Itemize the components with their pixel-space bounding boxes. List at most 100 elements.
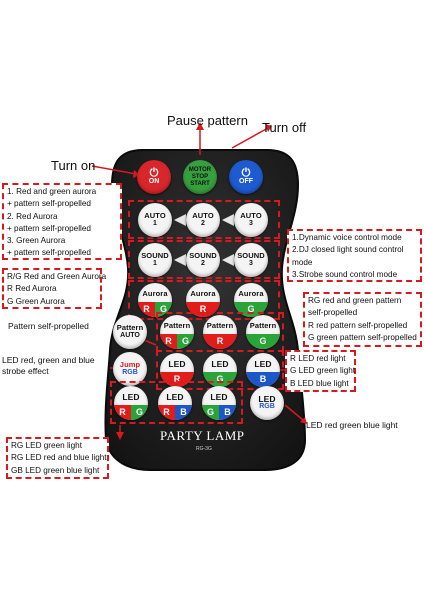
rgb-arrow-icon <box>300 417 307 424</box>
power-on-button[interactable]: ⏻ ON <box>137 160 171 194</box>
led-rgb-button[interactable]: LED RGB <box>250 386 284 420</box>
auto-3-label: AUTO <box>240 211 262 220</box>
sound-modes-note: 1.Dynamic voice control mode 2.DJ closed… <box>287 229 422 282</box>
led-b-label: LED <box>254 359 272 369</box>
turnon-leader <box>91 165 137 175</box>
sound-2-num: 2 <box>201 260 205 267</box>
led-r-r: R <box>160 371 194 387</box>
auto-1-num: 1 <box>153 220 157 227</box>
power-off-button[interactable]: ⏻ OFF <box>229 160 263 194</box>
led-gb-label: LED <box>210 392 228 402</box>
note-line: B LED blue light <box>290 378 349 388</box>
aurora-r-button[interactable]: Aurora R <box>186 283 220 317</box>
note-line: RG LED red and blue light <box>11 453 107 463</box>
led-b-b: B <box>246 371 280 387</box>
led-gb-g: G <box>202 404 219 420</box>
note-line: + pattern self-propelled <box>7 248 91 258</box>
sound-3-num: 3 <box>249 260 253 267</box>
brand-logo: PARTY LAMP <box>160 428 245 443</box>
pattern-r-r: R <box>203 333 237 349</box>
led-g-g: G <box>203 371 237 387</box>
auto-3-button[interactable]: AUTO 3 <box>234 203 268 237</box>
sound-1-button[interactable]: SOUND 1 <box>138 243 172 277</box>
aurora-modes-note: 1. Red and green aurora + pattern self-p… <box>2 183 122 260</box>
turnoff-arrow-icon <box>265 124 272 132</box>
pattern-rg-g: G <box>177 333 194 349</box>
pattern-g-button[interactable]: Pattern G <box>246 315 280 349</box>
aurora-row-frame <box>128 280 280 320</box>
note-line: + pattern self-propelled <box>7 223 91 233</box>
aurora-r-label: Aurora <box>190 289 216 298</box>
pattern-self-label: Pattern self-propelled <box>8 321 89 331</box>
note-line: + pattern self-propelled <box>7 199 91 209</box>
pattern-r-button[interactable]: Pattern R <box>203 315 237 349</box>
led-rg-g: G <box>131 404 148 420</box>
note-line: 1.Dynamic voice control mode <box>292 233 402 242</box>
pattern-rg-r: R <box>160 333 177 349</box>
auto-chevron-2-icon <box>222 214 234 226</box>
note-line: mode <box>292 257 313 267</box>
led-b-button[interactable]: LED B <box>246 353 280 387</box>
jump-label: Jump <box>119 360 141 369</box>
turn-on-label: Turn on <box>51 158 96 173</box>
aurora-rg-label: Aurora <box>142 289 168 298</box>
auto-1-label: AUTO <box>144 211 166 220</box>
led-rgb-sub: RGB <box>259 403 275 410</box>
led-combo-note: RG LED green light RG LED red and blue l… <box>6 437 109 479</box>
led-single-note: R LED red light G LED green light B LED … <box>285 350 356 392</box>
note-line: 2. Red Aurora <box>7 211 58 221</box>
led-gb-b: B <box>219 404 236 420</box>
pattern-rg-label: Pattern <box>163 321 191 330</box>
jump-rgb-button[interactable]: Jump RGB <box>113 352 147 386</box>
led-rb-label: LED <box>166 392 184 402</box>
power-off-icon: ⏻ <box>241 167 251 179</box>
sound-2-button[interactable]: SOUND 2 <box>186 243 220 277</box>
led-rg-label: LED <box>122 392 140 402</box>
auto-row-frame <box>128 200 280 239</box>
sound-3-button[interactable]: SOUND 3 <box>234 243 268 277</box>
power-off-label: OFF <box>239 178 253 185</box>
led-g-label: LED <box>211 359 229 369</box>
aurora-g-label: Aurora <box>238 289 264 298</box>
note-line: 2.DJ closed light sound control <box>292 245 404 255</box>
turnon-arrow-icon <box>133 170 140 178</box>
power-on-label: ON <box>148 178 160 185</box>
pattern-auto-label: Pattern <box>116 323 144 332</box>
led-r-label: LED <box>168 359 186 369</box>
led-rgb-label: LED <box>258 394 276 404</box>
auto-1-button[interactable]: AUTO 1 <box>138 203 172 237</box>
sound-2-label: SOUND <box>189 251 217 260</box>
led-rgb-light-label: LED red green blue light <box>306 420 398 430</box>
note-line: self-propelled <box>308 308 358 318</box>
auto-2-label: AUTO <box>192 211 214 220</box>
led-combo-frame <box>110 381 243 424</box>
model-number: RG-3G <box>196 446 212 452</box>
led-rg-r: R <box>114 404 131 420</box>
jump-sub: RGB <box>122 369 138 376</box>
rgb-leader <box>284 404 304 421</box>
motor-label-3: START <box>190 180 210 187</box>
sound-1-label: SOUND <box>141 251 169 260</box>
pattern-colors-note: RG red and green pattern self-propelled … <box>303 292 422 347</box>
motor-button[interactable]: MOTOR STOP START <box>183 160 217 194</box>
pattern-auto-button[interactable]: Pattern AUTO <box>113 315 147 349</box>
auto-2-button[interactable]: AUTO 2 <box>186 203 220 237</box>
motor-label-1: MOTOR <box>188 166 212 173</box>
note-line: R Red Aurora <box>7 284 57 294</box>
sound-chevron-2-icon <box>222 254 234 266</box>
sound-row-frame <box>128 240 280 279</box>
led-rb-b: B <box>175 404 192 420</box>
turn-off-label: Turn off <box>262 120 307 135</box>
power-icon: ⏻ <box>149 167 159 179</box>
note-line: R LED red light <box>290 354 346 363</box>
pattern-auto-sub: AUTO <box>120 332 140 339</box>
pause-pattern-label: Pause pattern <box>167 113 248 128</box>
pattern-g-g: G <box>246 333 280 349</box>
note-line: G LED green light <box>290 366 356 376</box>
pattern-g-label: Pattern <box>249 321 277 330</box>
note-line: GB LED green blue light <box>11 465 100 475</box>
